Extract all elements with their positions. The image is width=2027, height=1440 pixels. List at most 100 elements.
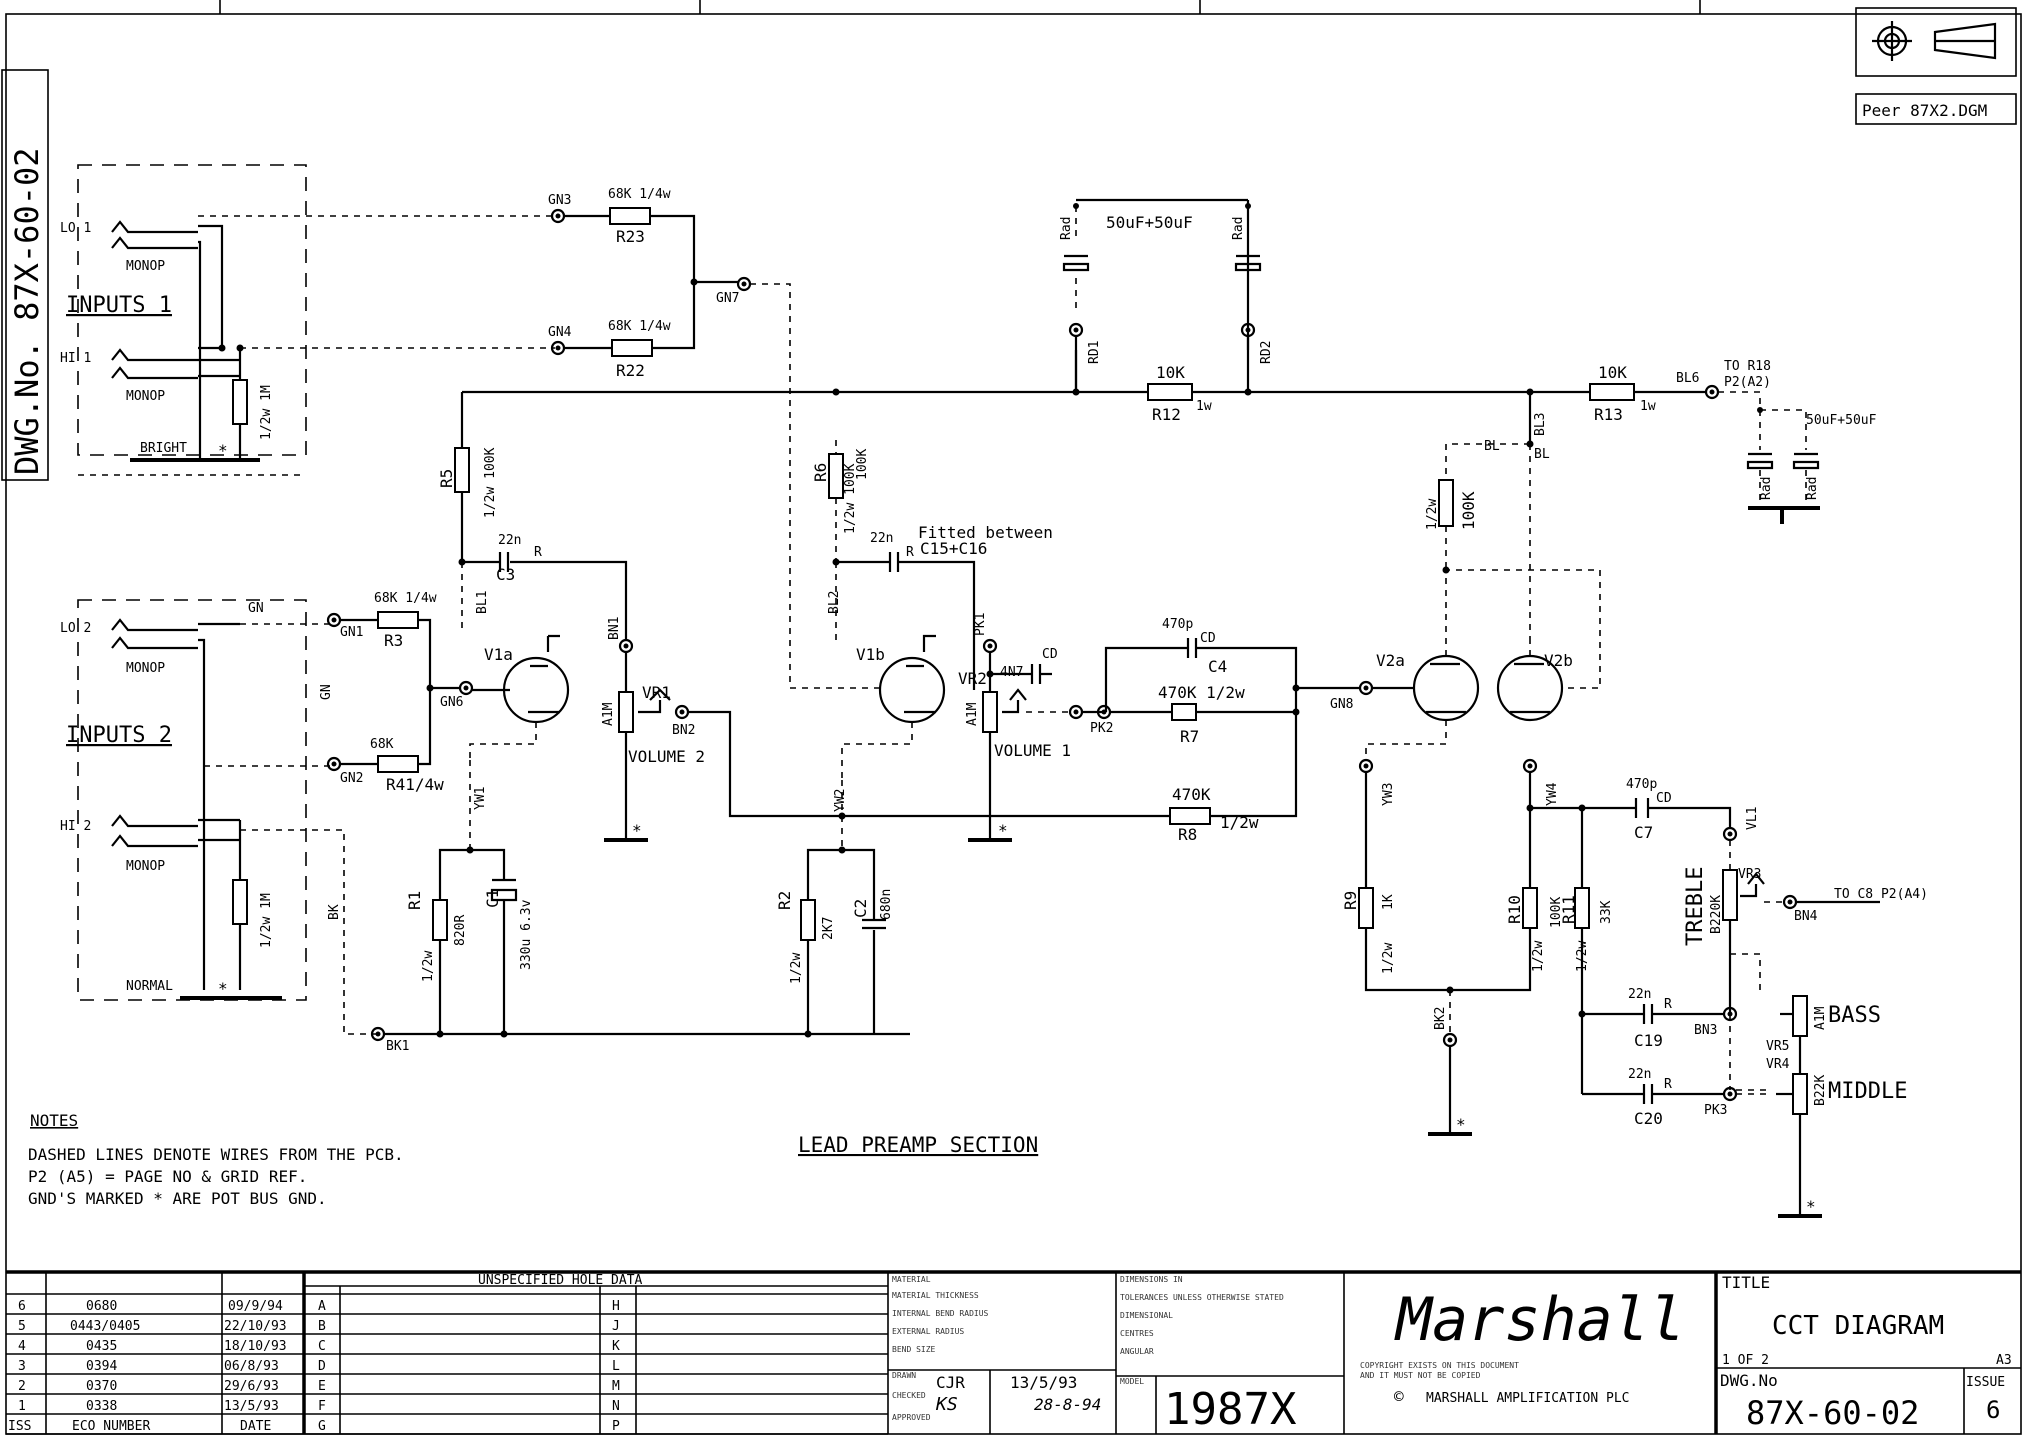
eco-row-4-number: 0394 [86,1359,117,1374]
issue-number: 6 [1986,1396,2000,1424]
bn4-node: BN4 [1794,909,1818,924]
gn3-node: GN3 [548,193,571,208]
eco-row-1-date: 09/9/94 [228,1299,283,1314]
vr5-value: A1M [1813,1006,1828,1030]
notes-block: NOTES DASHED LINES DENOTE WIRES FROM THE… [28,1111,404,1208]
input-lo2-label: LO 2 [60,621,91,636]
eco-row-3-date: 18/10/93 [224,1339,287,1354]
c4-label: C4 [1208,657,1227,676]
svg-text:MATERIAL THICKNESS: MATERIAL THICKNESS [892,1291,979,1300]
r11-value: 33K [1599,900,1614,924]
eco-row-5-number: 0370 [86,1379,117,1394]
section-title: LEAD PREAMP SECTION [798,1133,1038,1157]
r5-value: 1/2w 100K [483,447,498,518]
inputs-2-label: INPUTS 2 [66,723,172,748]
eco-row-2-date: 22/10/93 [224,1319,287,1334]
r2-rating: 1/2w [789,953,804,984]
r-bl-value: 100K [1459,491,1478,530]
eco-row-6-number: 0338 [86,1399,117,1414]
r11-label: R11 [1559,895,1578,924]
svg-text:ANGULAR: ANGULAR [1120,1347,1154,1356]
eco-row-1-l: A [318,1299,326,1314]
eco-header-number: ECO NUMBER [72,1419,150,1434]
title-label: TITLE [1722,1273,1770,1292]
company-name: MARSHALL AMPLIFICATION PLC [1426,1391,1630,1406]
r10-label: R10 [1505,895,1524,924]
pk3-node: PK3 [1704,1103,1727,1118]
bass-label: BASS [1828,1003,1881,1028]
model-number: 1987X [1164,1384,1297,1435]
r8-label: R8 [1178,825,1197,844]
paper-size: A3 [1996,1353,2012,1368]
bn2-node: BN2 [672,723,695,738]
pk1-node: PK1 [973,613,988,636]
eco-row-6-r: N [612,1399,620,1414]
eco-header-iss: ISS [8,1419,31,1434]
svg-text:APPROVED: APPROVED [892,1413,931,1422]
c1-label: C1 [483,889,502,908]
rad-label-1: Rad [1059,217,1074,240]
r9-rating: 1/2w [1381,943,1396,974]
gn4-node: GN4 [548,325,572,340]
c-4n7-value: 4N7 [1000,665,1023,680]
vr3-value: B220K [1709,895,1724,934]
c3-label: C3 [496,565,515,584]
eco-header-date: DATE [240,1419,271,1434]
input-hi1-label: HI 1 [60,351,91,366]
eco-row-6-l: F [318,1399,326,1414]
gn-vertical-label: GN [319,684,334,700]
c3-value: 22n [498,533,521,548]
svg-text:*: * [1456,1115,1466,1134]
bk2-node: BK2 [1433,1007,1448,1030]
middle-label: MIDDLE [1828,1079,1907,1104]
svg-text:AND IT MUST NOT BE COPIED: AND IT MUST NOT BE COPIED [1360,1371,1481,1380]
c-4n7-type: CD [1042,647,1058,662]
svg-text:INTERNAL BEND RADIUS: INTERNAL BEND RADIUS [892,1309,989,1318]
eco-row-5-date: 29/6/93 [224,1379,279,1394]
svg-text:EXTERNAL RADIUS: EXTERNAL RADIUS [892,1327,964,1336]
svg-text:*: * [218,979,228,998]
input-monop-label-2: MONOP [126,389,165,404]
eco-row-2-iss: 5 [18,1319,26,1334]
r41-label: R41/4w [386,775,444,794]
c19-value: 22n [1628,987,1651,1002]
v1b-stage: R6 100K 1/2w 100K 22n R Fitted between C… [775,440,1360,1038]
c3-r-mark: R [534,545,542,560]
r8-rating: 1/2w [1220,813,1259,832]
v1a-stage: V1a 22n C3 R BL1 R5 1/2w 100K BN1 VR1 A1… [370,388,1534,1054]
tone-stack: VR3 TREBLE B220K BN4 TO C8 P2(A4) BN3 22… [1578,867,1928,1218]
eco-row-1-r: H [612,1299,620,1314]
vr1-value: A1M [601,702,616,726]
sheet-border [5,13,2022,1435]
r-bl-rating: 1/2w [1425,499,1440,530]
normal-label: NORMAL [126,979,173,994]
inputs-1-label: INPUTS 1 [66,293,172,318]
r13-value: 10K [1598,363,1627,382]
svg-text:MATERIAL: MATERIAL [892,1275,931,1284]
projection-symbol [1855,7,2017,77]
r12-value: 10K [1156,363,1185,382]
input2-resistor-value: 1/2w 1M [259,893,274,948]
c2-value: 680n [879,889,894,920]
pk2-node: PK2 [1090,721,1113,736]
v2a-tube [1412,654,1480,722]
svg-text:TOLERANCES UNLESS OTHERWISE ST: TOLERANCES UNLESS OTHERWISE STATED [1120,1293,1284,1302]
svg-text:BEND SIZE: BEND SIZE [892,1345,936,1354]
rd2-node: RD2 [1259,341,1274,364]
c19-label: C19 [1634,1031,1663,1050]
c16-r-mark: R [906,545,914,560]
rad-label-2: Rad [1231,217,1246,240]
c20-r-mark: R [1664,1077,1672,1092]
r12-rating: 1w [1196,399,1212,414]
r23-label: R23 [616,227,645,246]
v1b-label: V1b [856,645,885,664]
r1-rating: 1/2w [421,951,436,982]
gn-wire-label: GN [248,601,264,616]
vl1-node: VL1 [1745,807,1760,830]
input-jacks-section: LO 1 MONOP INPUTS 1 HI 1 MONOP BRIGHT LO… [60,164,555,1035]
peer-file-name: Peer 87X2.DGM [1862,101,1987,120]
input-hi2-label: HI 2 [60,819,91,834]
eco-row-3-r: K [612,1339,620,1354]
eco-row-6-date: 13/5/93 [224,1399,279,1414]
yw1-node: YW1 [473,787,488,810]
